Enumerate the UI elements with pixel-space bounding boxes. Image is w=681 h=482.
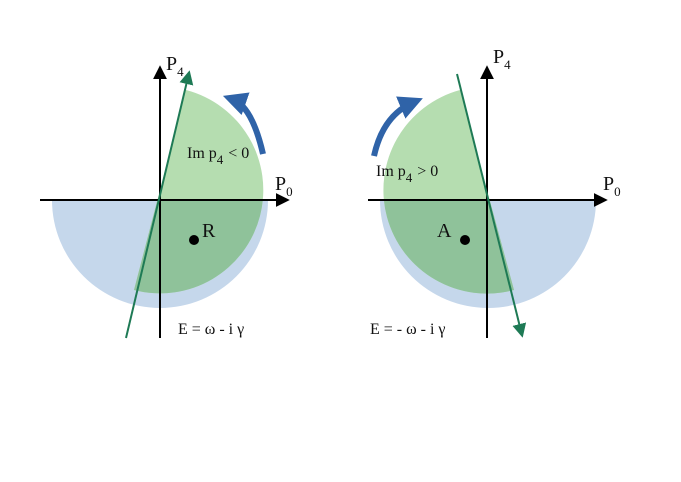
point-label-a: A xyxy=(437,220,452,242)
axis-label-p0: P0 xyxy=(275,173,293,199)
energy-label-left: E = ω - i γ xyxy=(178,321,244,338)
axis-label-p4: P4 xyxy=(493,46,511,72)
rotation-arrow-icon xyxy=(371,96,423,157)
axis-label-p0: P0 xyxy=(603,173,621,199)
point-a-dot-icon xyxy=(460,235,470,245)
overlap-region xyxy=(383,200,514,294)
region-label-im-p4-pos: Im p4> 0 xyxy=(376,163,438,185)
right-panel: P4 P0 Im p4> 0 A E = - ω - i γ xyxy=(368,46,621,338)
point-label-r: R xyxy=(202,220,216,242)
overlap-region xyxy=(134,200,264,294)
rotation-arrow-icon xyxy=(222,92,266,155)
region-label-im-p4-neg: Im p4< 0 xyxy=(187,145,249,167)
point-r-dot-icon xyxy=(189,235,199,245)
axis-label-p4: P4 xyxy=(166,53,184,79)
rotated-contour-line xyxy=(125,70,194,339)
rotated-contour-line xyxy=(456,73,527,338)
left-panel: P4 P0 Im p4< 0 R E = ω - i γ xyxy=(40,53,293,339)
energy-label-right: E = - ω - i γ xyxy=(370,321,446,338)
